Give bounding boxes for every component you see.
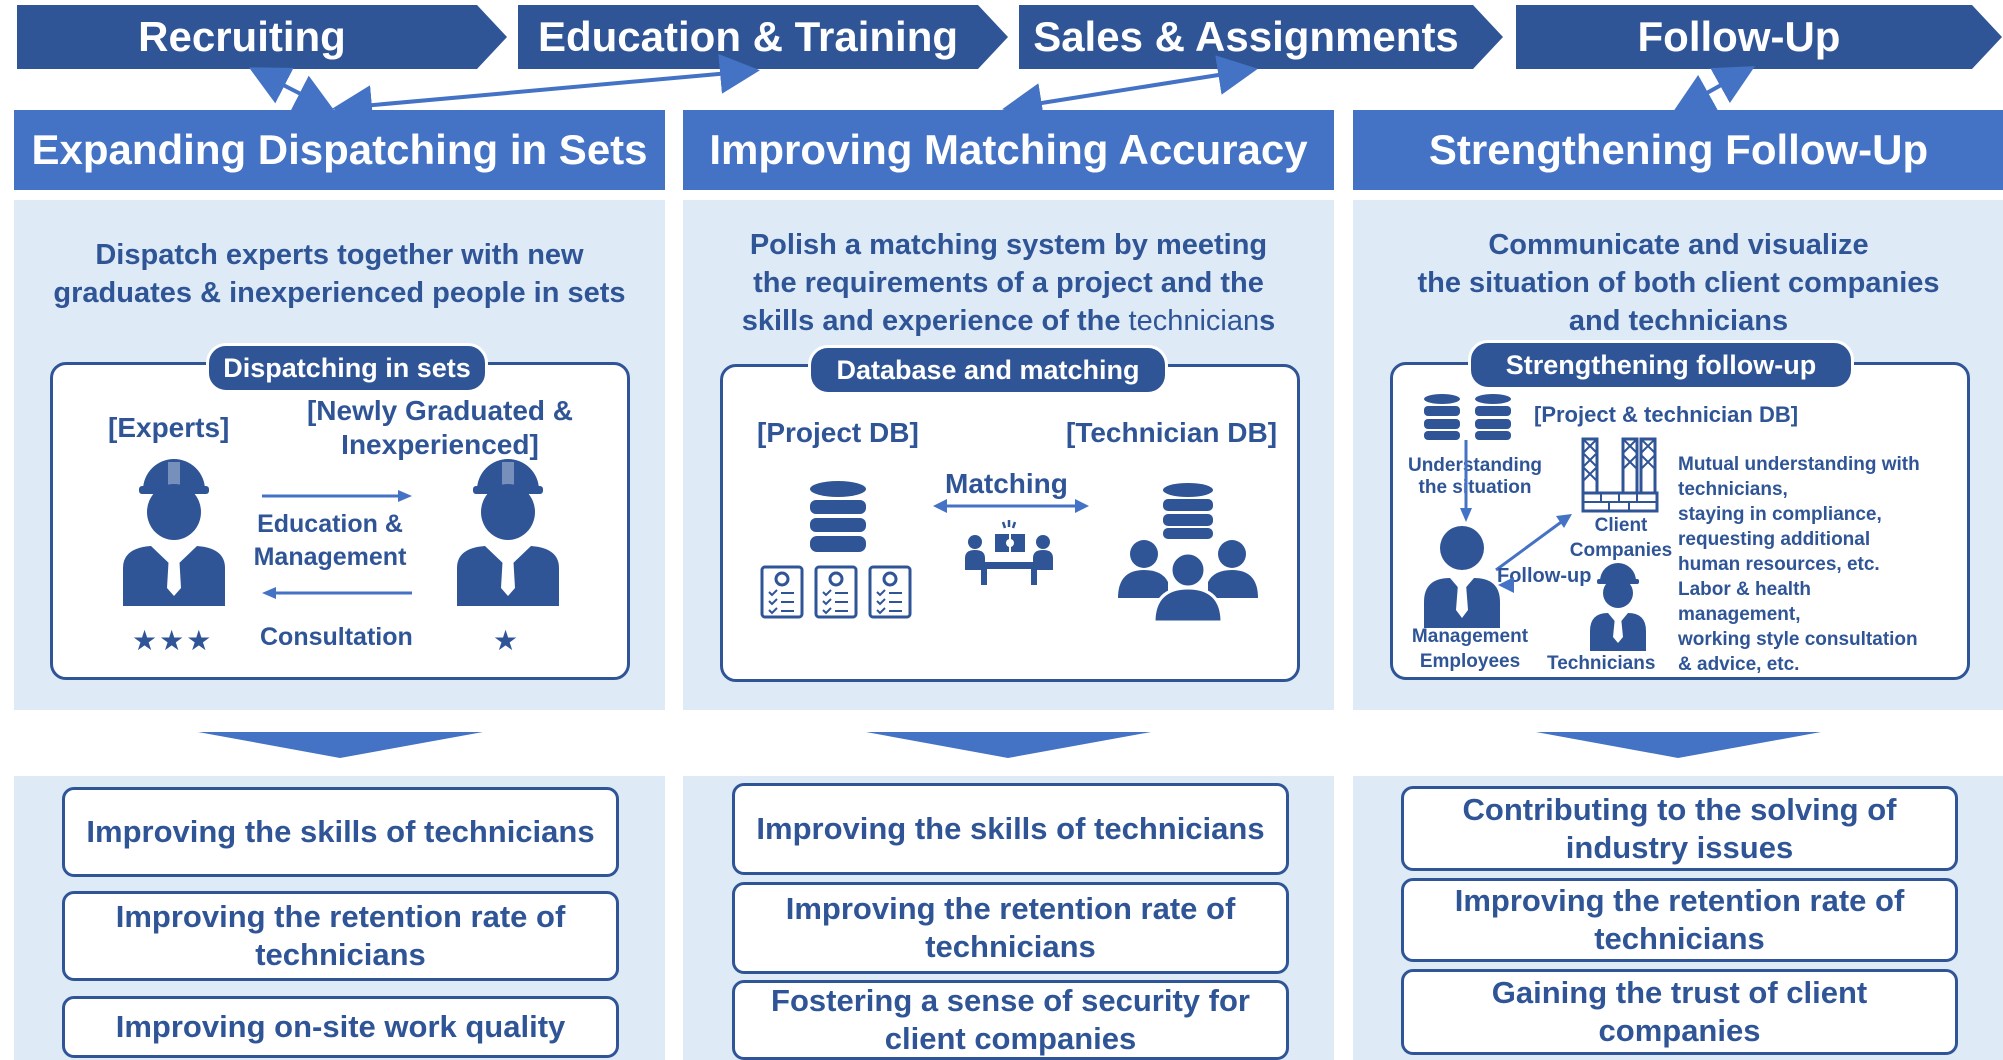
step-label: Recruiting [138,13,346,60]
technician-database-icon [1163,483,1213,539]
outcome-item: Improving the retention rate of technici… [62,891,619,981]
outcome-item: Improving the retention rate of technici… [1401,878,1958,962]
document-check-icon [814,565,858,619]
outcome-item: Improving the retention rate of technici… [732,882,1289,974]
project-database-icon [810,481,866,552]
technicians-label: Technicians [1547,653,1656,674]
document-check-icon [868,565,912,619]
lead-text-dispatching: Dispatch experts together with new gradu… [53,239,626,309]
matching-double-arrow [933,499,1089,513]
step-connector-arrows [248,53,1755,112]
understanding-arrow [1460,440,1472,522]
outcome-item: Fostering a sense of security for client… [732,980,1289,1060]
down-chevron [198,732,483,758]
outcome-item: Gaining the trust of client companies [1401,969,1958,1055]
dispatching-box-title: Dispatching in sets [206,343,488,393]
technicians-group-icon [1118,540,1258,622]
follow-up-label: Follow-up [1497,565,1592,587]
to-technician-arrow [1498,577,1514,593]
lead-text-matching: Polish a matching system by meeting the … [741,229,1276,337]
outcome-item: Improving the skills of technicians [732,783,1289,875]
column-title-follow-up: Strengthening Follow-Up [1353,110,2003,190]
step-follow-up: Follow-Up [1516,5,2002,69]
lead-text-follow-up: Communicate and visualize the situation … [1417,229,1940,337]
expert-person-icon [123,459,225,606]
outcome-item: Improving on-site work quality [62,996,619,1058]
step-label: Follow-Up [1637,13,1841,60]
technician-person-icon [1590,563,1646,651]
consultation-label: Consultation [260,623,413,651]
client-building-icon [1581,437,1659,513]
step-education-training: Education & Training [518,5,1008,69]
step-label: Sales & Assignments [1033,13,1459,60]
newgrad-stars: ★ [493,625,519,656]
to-client-arrow [1495,514,1572,572]
column-title-dispatching: Expanding Dispatching in Sets [14,110,665,190]
right-arrow [262,490,412,502]
step-recruiting: Recruiting [17,5,507,69]
database-icon [1475,394,1511,440]
down-chevron [866,732,1151,758]
step-label: Education & Training [537,13,959,60]
experts-label: [Experts] [108,412,230,443]
column-title-matching: Improving Matching Accuracy [683,110,1334,190]
database-matching-title: Database and matching [808,345,1168,395]
step-sales-assignments: Sales & Assignments [1019,5,1503,69]
management-person-icon [1424,526,1500,628]
newgrad-label: [Newly Graduated & Inexperienced] [306,395,574,460]
database-icon [1424,394,1460,440]
newgrad-person-icon [457,459,559,606]
outcome-item: Improving the skills of technicians [62,787,619,877]
meeting-puzzle-icon [965,520,1053,585]
expert-stars: ★★★ [132,625,214,656]
outcome-item: Contributing to the solving of industry … [1401,786,1958,871]
education-management-label: Education & Management [253,510,407,571]
management-employees-label: Management Employees [1411,626,1529,672]
left-arrow [262,587,412,599]
understanding-situation-label: Understanding the situation [1400,455,1550,499]
matching-label: Matching [945,468,1068,499]
strengthening-follow-up-title: Strengthening follow-up [1468,340,1854,390]
client-companies-label: Client Companies [1569,515,1673,561]
follow-up-notes: Mutual understanding with technicians, s… [1678,454,1920,675]
technician-db-label: [Technician DB] [1066,417,1278,448]
project-db-label: [Project DB] [757,417,919,448]
down-chevron [1536,732,1821,758]
document-check-icon [760,565,804,619]
project-technician-db-label: [Project & technician DB] [1534,402,1799,427]
